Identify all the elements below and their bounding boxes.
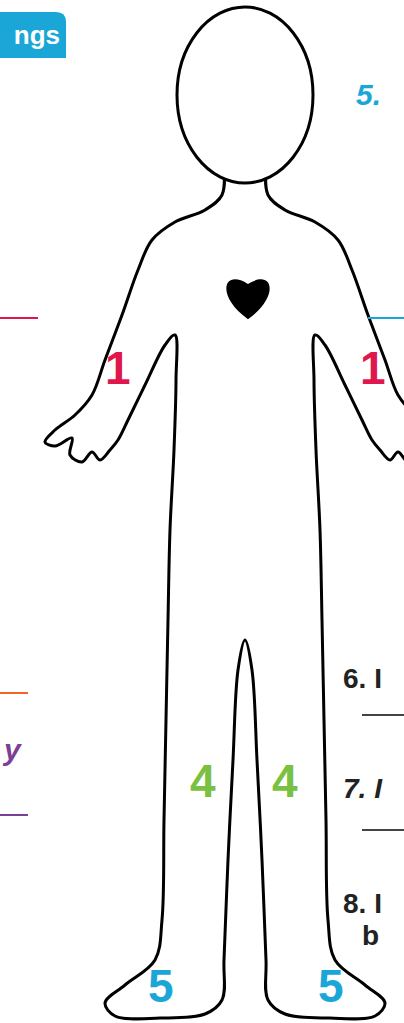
question-text: b xyxy=(362,922,379,950)
question-text: 7. I xyxy=(343,775,382,803)
head-outline xyxy=(177,7,313,183)
callout-number: 5 xyxy=(318,963,344,1009)
question-text: y xyxy=(4,735,21,765)
body-outline-group xyxy=(45,165,404,1019)
question-text: 6. I xyxy=(343,665,382,693)
answer-line xyxy=(362,714,404,716)
question-number: 5. xyxy=(356,80,381,110)
callout-number: 4 xyxy=(272,758,298,804)
callout-number: 4 xyxy=(190,758,216,804)
header-tab: ngs xyxy=(0,12,66,58)
heart-symbol xyxy=(226,279,269,319)
callout-number: 1 xyxy=(360,345,386,391)
answer-line xyxy=(368,317,404,319)
tab-fill xyxy=(0,12,66,58)
callout-number: 5 xyxy=(148,963,174,1009)
callout-number: 1 xyxy=(105,345,131,391)
body-outline xyxy=(45,165,404,1019)
answer-line xyxy=(0,814,28,816)
answer-line xyxy=(0,317,38,319)
answer-line xyxy=(0,692,28,694)
question-text: 8. I xyxy=(343,890,382,918)
answer-line xyxy=(362,829,404,831)
tab-heading: ngs xyxy=(14,22,60,48)
